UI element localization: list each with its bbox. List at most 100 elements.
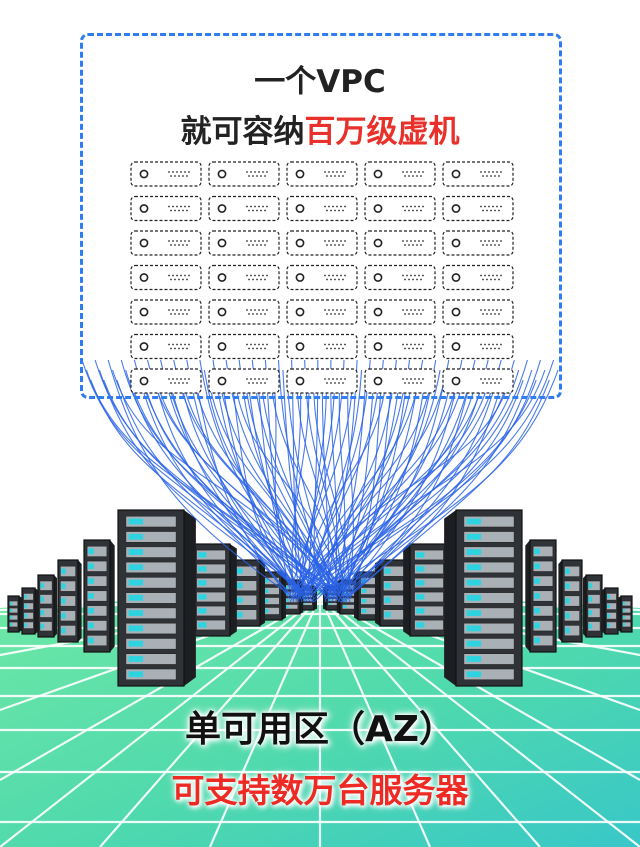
connection-line (340, 379, 498, 603)
virtual-machine (442, 195, 514, 222)
connection-line (291, 369, 310, 597)
connection-line (331, 379, 367, 603)
virtual-machine (286, 368, 358, 394)
virtual-machine (208, 368, 280, 394)
virtual-machine (130, 161, 202, 187)
server-rack (602, 587, 619, 635)
az-capacity-text: 可支持数万台服务器 (171, 771, 469, 810)
server-rack (7, 595, 22, 633)
virtual-machine (286, 161, 358, 187)
server-rack (558, 559, 583, 643)
floor-grid-line (208, 595, 322, 847)
virtual-machine (130, 195, 202, 222)
connection-line (292, 369, 389, 603)
server-rack (403, 543, 449, 637)
connection-line (304, 359, 528, 597)
connection-line (310, 369, 520, 603)
connection-line (229, 369, 294, 591)
connection-line (98, 369, 303, 591)
virtual-machine (442, 264, 514, 291)
virtual-machine (364, 195, 436, 222)
virtual-machine (442, 299, 514, 325)
server-rack (231, 559, 266, 627)
virtual-machine (130, 333, 202, 360)
connection-line (289, 379, 432, 603)
connection-line (103, 379, 342, 603)
virtual-machine (208, 195, 280, 222)
floor-grid-line (0, 595, 321, 847)
connection-line (298, 379, 459, 600)
vm-grid (130, 161, 514, 394)
connection-line (301, 369, 336, 594)
connection-line (349, 379, 472, 591)
connection-line (307, 379, 328, 600)
vpc-capacity-text: 就可容纳百万级虚机 (0, 106, 640, 151)
virtual-machine (130, 230, 202, 256)
connection-line (301, 369, 415, 600)
virtual-machine (286, 230, 358, 256)
virtual-machine (364, 230, 436, 256)
floor-grid-line (99, 595, 321, 847)
virtual-machine (130, 264, 202, 291)
connection-line (313, 359, 555, 594)
connection-line (292, 369, 467, 594)
connection-line (107, 359, 297, 600)
connection-line (294, 379, 302, 603)
virtual-machine (208, 161, 280, 187)
connection-line (164, 369, 330, 591)
connection-line (286, 379, 333, 597)
virtual-machine (208, 264, 280, 291)
connection-line (151, 369, 294, 600)
server-rack (37, 574, 57, 638)
connection-line (116, 379, 291, 594)
virtual-machine (442, 368, 514, 394)
virtual-machine (208, 299, 280, 325)
vpc-boundary (80, 33, 562, 399)
vpc-title: 一个VPC (254, 64, 386, 100)
floor-grid-line (319, 595, 640, 847)
connection-line (301, 369, 494, 591)
vpc-capacity-highlight: 百万级虚机 (304, 114, 460, 150)
floor-grid-line (319, 595, 640, 781)
connection-line (331, 379, 524, 600)
connection-line (298, 379, 537, 591)
virtual-machine (130, 299, 202, 325)
connection-line (221, 379, 300, 597)
floor-grid-line (0, 595, 321, 781)
virtual-machine (286, 264, 358, 291)
server-rack (583, 574, 603, 638)
server-rack (525, 539, 557, 653)
connection-line (289, 379, 354, 597)
virtual-machine (130, 368, 202, 394)
virtual-machine (442, 161, 514, 187)
virtual-machine (286, 299, 358, 325)
virtual-machine (286, 333, 358, 360)
virtual-machine (364, 299, 436, 325)
virtual-machine (364, 333, 436, 360)
connection-line (328, 369, 559, 591)
virtual-machine (208, 333, 280, 360)
connection-line (94, 359, 336, 594)
floor-grid-line (318, 595, 432, 847)
network-connection-lines (81, 359, 559, 603)
server-rack (83, 539, 115, 653)
connection-line (133, 359, 306, 597)
virtual-machine (364, 368, 436, 394)
server-rack (57, 559, 82, 643)
connection-line (273, 379, 291, 591)
server-rack (618, 595, 633, 633)
server-rack (21, 587, 38, 635)
server-rack (191, 543, 237, 637)
server-racks-left (7, 509, 317, 687)
az-title: 单可用区（AZ） (185, 709, 455, 750)
connection-line (337, 369, 533, 594)
connection-line (337, 369, 376, 597)
connection-line (292, 369, 546, 600)
connection-line (90, 379, 309, 597)
virtual-machine (286, 195, 358, 222)
virtual-machine (208, 230, 280, 256)
connection-line (142, 379, 300, 591)
virtual-machine (442, 333, 514, 360)
connection-line (194, 379, 291, 600)
